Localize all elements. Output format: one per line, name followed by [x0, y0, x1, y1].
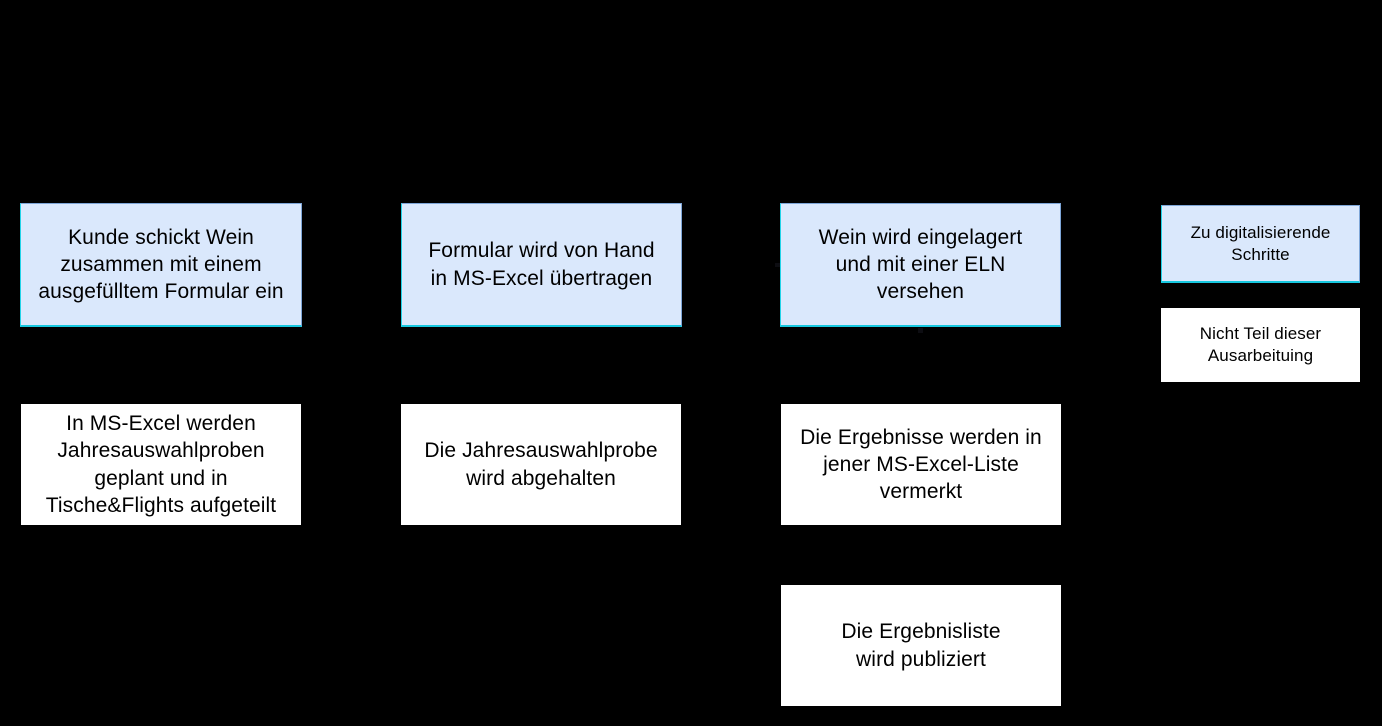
process-node-label: In MS-Excel werden Jahresauswahlproben g…: [45, 411, 277, 517]
connector-stub-left: [775, 263, 780, 267]
process-node-label: Die Jahresauswahlprobe wird abgehalten: [424, 439, 658, 490]
legend-item-out-of-scope[interactable]: Nicht Teil dieser Ausarbeituing: [1161, 308, 1360, 382]
process-node-kunde-schickt-wein[interactable]: Kunde schickt Wein zusammen mit einem au…: [20, 203, 302, 327]
process-node-label: Kunde schickt Wein zusammen mit einem au…: [38, 225, 284, 304]
process-node-wein-eingelagert[interactable]: Wein wird eingelagert und mit einer ELN …: [780, 203, 1061, 327]
process-node-ergebnisse-vermerkt[interactable]: Die Ergebnisse werden in jener MS-Excel-…: [781, 404, 1061, 525]
process-node-label: Formular wird von Hand in MS-Excel übert…: [428, 239, 655, 290]
legend-label-out-of-scope: Nicht Teil dieser Ausarbeituing: [1199, 324, 1322, 365]
process-node-ergebnisliste-publiziert[interactable]: Die Ergebnisliste wird publiziert: [781, 585, 1061, 706]
process-node-jahresauswahlproben-geplant[interactable]: In MS-Excel werden Jahresauswahlproben g…: [21, 404, 301, 525]
process-node-label: Die Ergebnisliste wird publiziert: [841, 620, 1001, 671]
process-node-label: Wein wird eingelagert und mit einer ELN …: [818, 225, 1023, 304]
legend-item-digitized-steps[interactable]: Zu digitalisierende Schritte: [1161, 205, 1360, 283]
connector-stub-bottom: [918, 328, 923, 333]
legend-label-digitized: Zu digitalisierende Schritte: [1190, 222, 1331, 264]
process-node-formular-uebertragen[interactable]: Formular wird von Hand in MS-Excel übert…: [401, 203, 682, 327]
process-node-jahresauswahlprobe-abgehalten[interactable]: Die Jahresauswahlprobe wird abgehalten: [401, 404, 681, 525]
process-node-label: Die Ergebnisse werden in jener MS-Excel-…: [800, 425, 1042, 504]
